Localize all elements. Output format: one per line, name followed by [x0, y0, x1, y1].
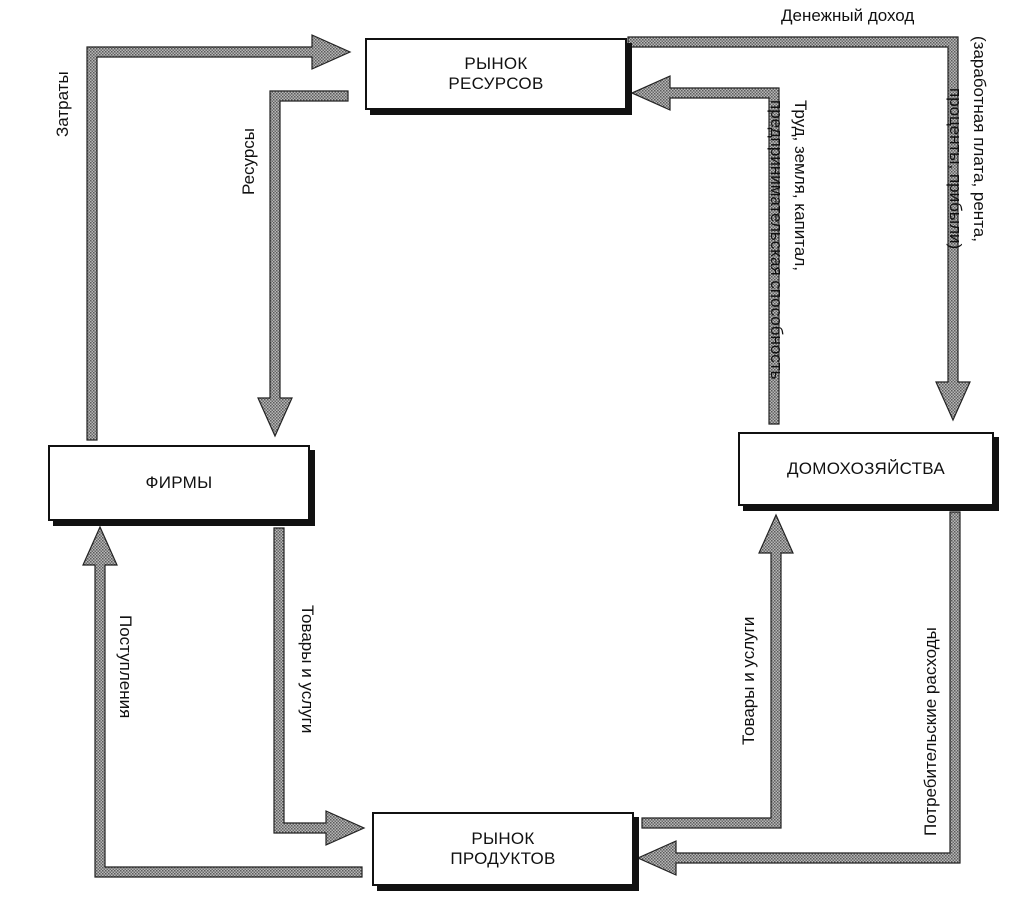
households-box: ДОМОХОЗЯЙСТВА — [738, 432, 994, 506]
income-detail-line2: проценты, прибыли) — [946, 88, 965, 250]
resources-arrow — [257, 90, 349, 438]
money-income-label: Денежный доход — [781, 6, 915, 25]
goods-services-households-label: Товары и услуги — [739, 616, 758, 745]
goods-services-firms-label: Товары и услуги — [298, 605, 317, 734]
product-market-line2: ПРОДУКТОВ — [450, 849, 556, 868]
factors-line1: Труд, земля, капитал, — [791, 100, 810, 271]
product-market-box: РЫНОК ПРОДУКТОВ — [372, 812, 634, 886]
costs-arrow — [86, 34, 352, 441]
income-detail-line1: (заработная плата, рента, — [970, 36, 989, 242]
resource-market-box: РЫНОК РЕСУРСОВ — [365, 38, 627, 110]
firms-label: ФИРМЫ — [145, 473, 213, 492]
resource-market-line2: РЕСУРСОВ — [448, 74, 544, 93]
consumer-spending-label: Потребительские расходы — [921, 627, 940, 836]
firms-box: ФИРМЫ — [48, 445, 310, 521]
factors-line2: предпринимательская способность — [767, 100, 786, 380]
product-market-line1: РЫНОК — [471, 829, 535, 848]
money-income-arrow — [627, 36, 971, 422]
resource-market-line1: РЫНОК — [464, 54, 528, 73]
households-label: ДОМОХОЗЯЙСТВА — [786, 459, 946, 478]
goods-services-firms-arrow — [273, 527, 366, 846]
goods-services-households-arrow — [641, 513, 794, 829]
revenue-label: Поступления — [116, 615, 135, 719]
factors-arrow — [630, 75, 780, 425]
revenue-arrow — [82, 525, 363, 878]
consumer-spending-arrow — [636, 511, 961, 876]
resources-label: Ресурсы — [239, 127, 258, 195]
costs-label: Затраты — [53, 71, 72, 137]
